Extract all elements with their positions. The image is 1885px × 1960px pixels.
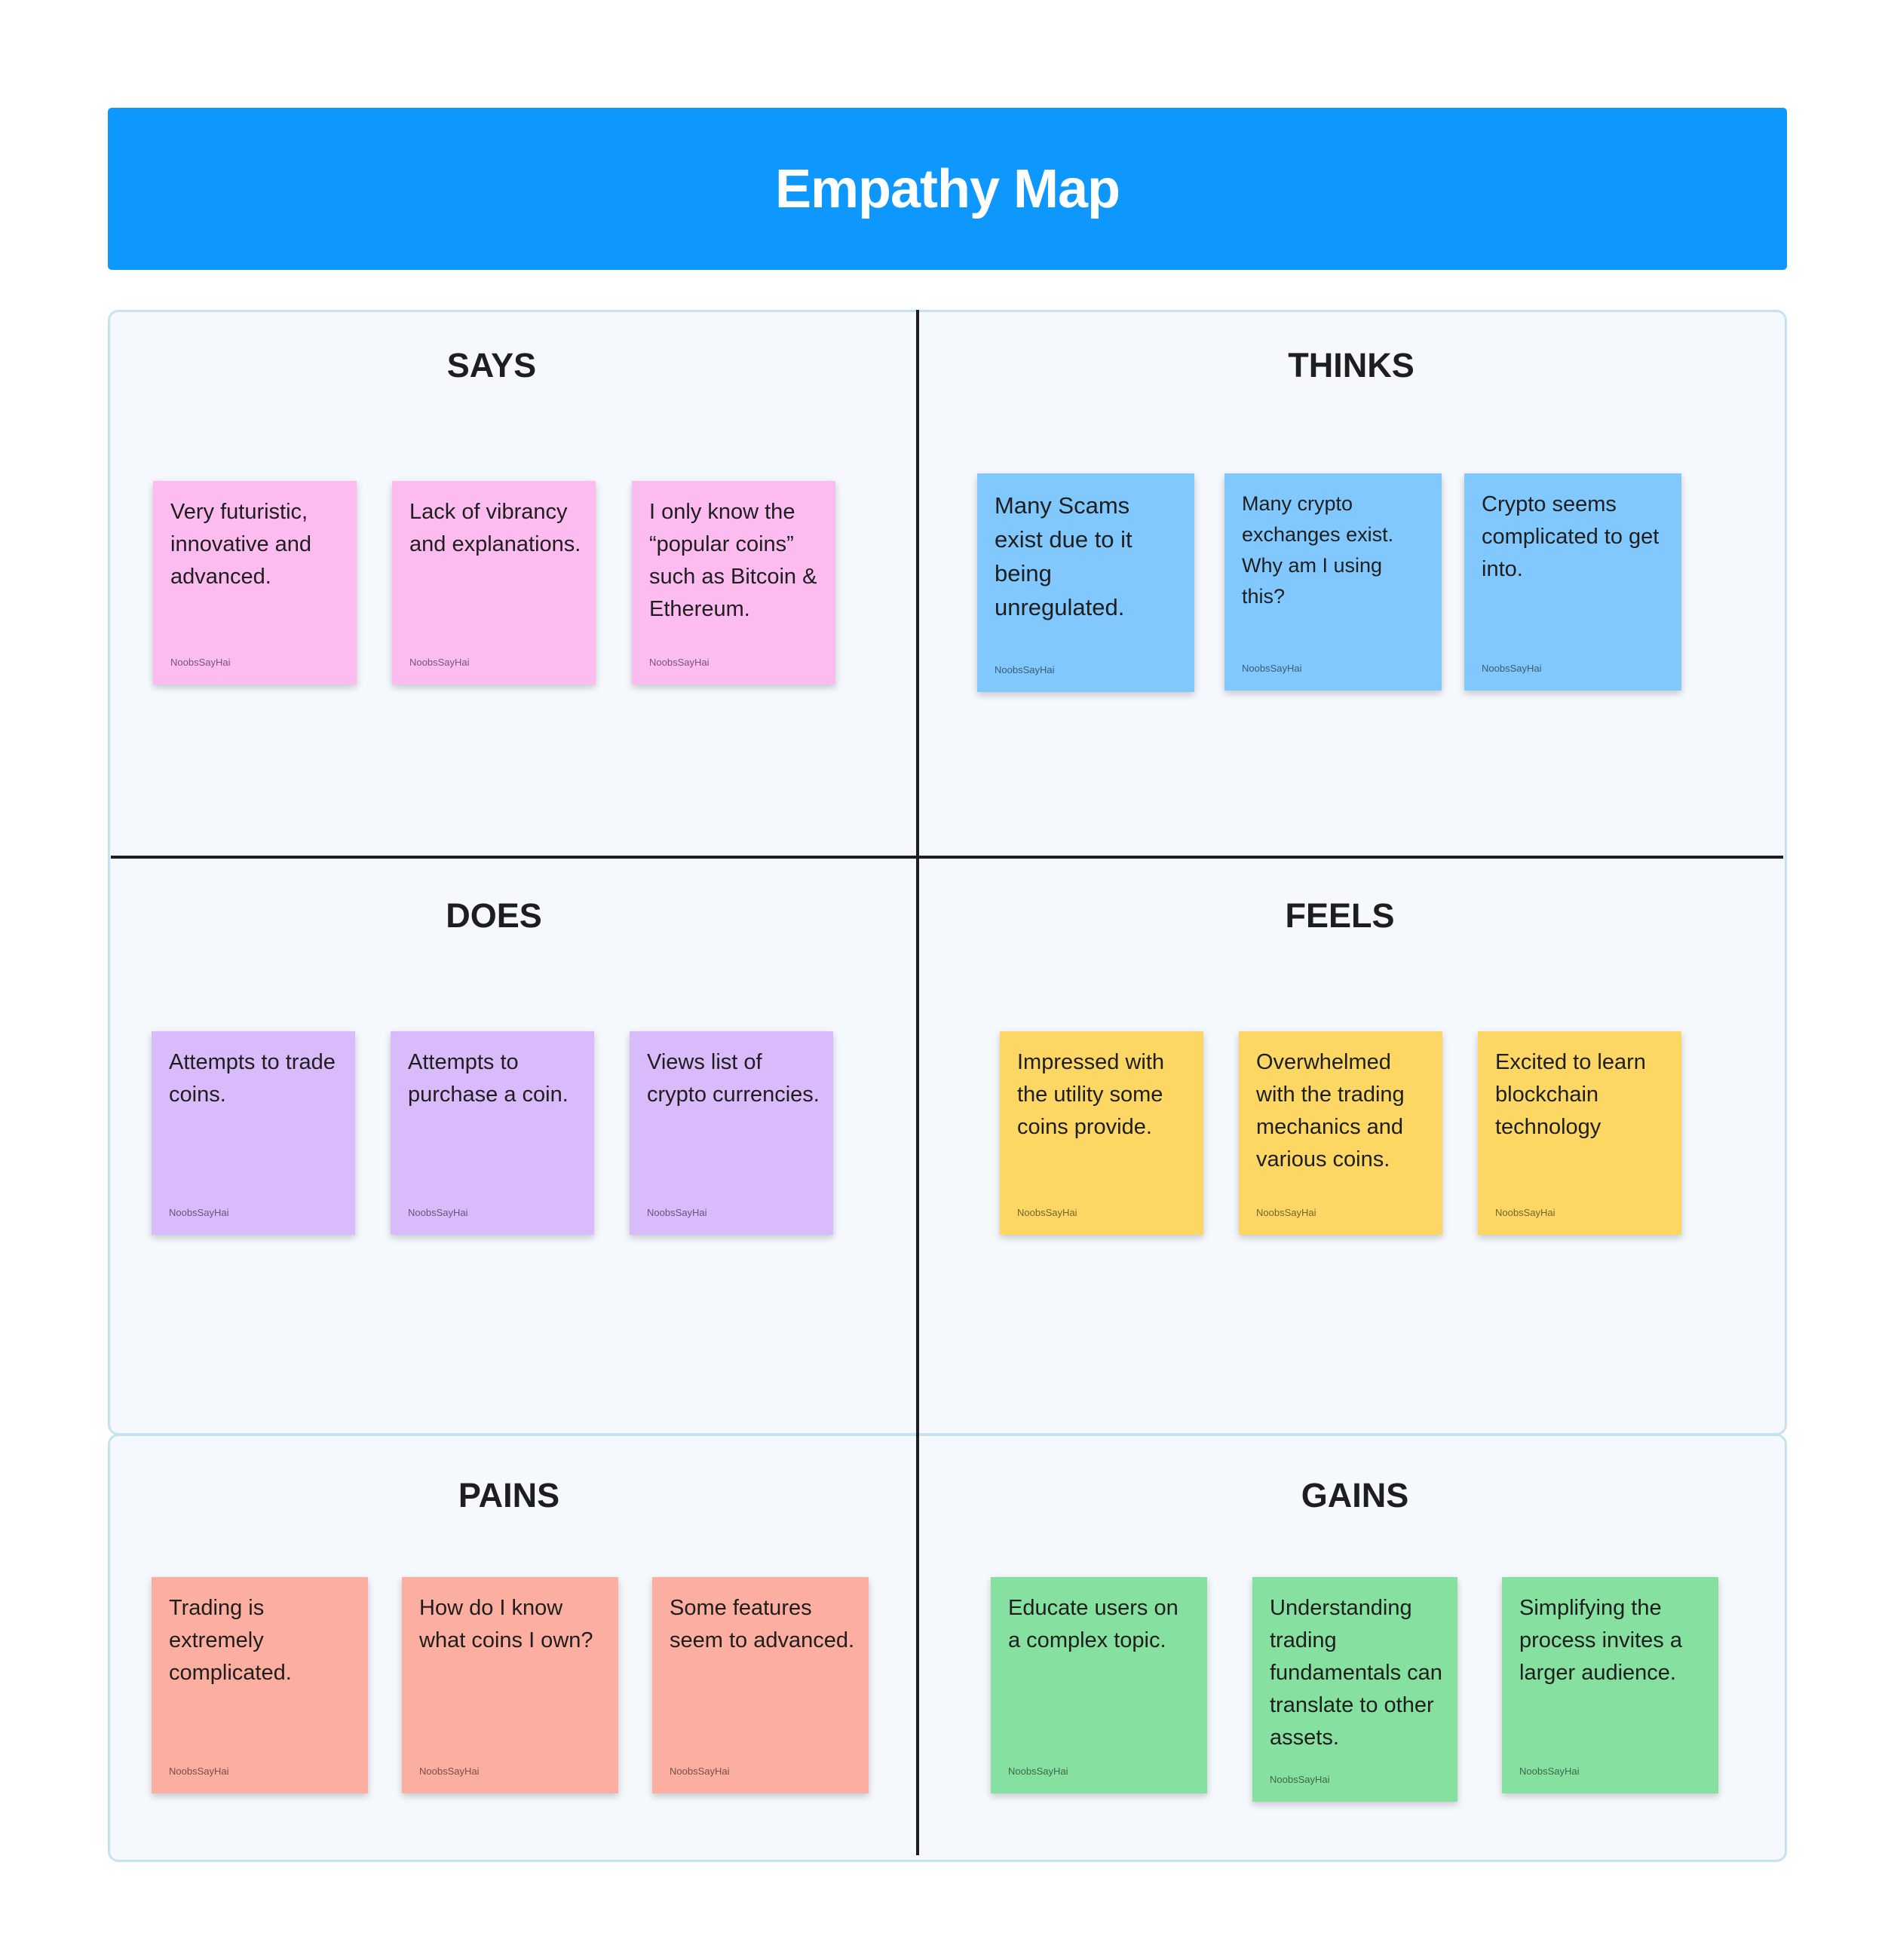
note-text: Many Scams exist due to it being unregul…	[995, 492, 1133, 620]
feels-sticky-note[interactable]: Impressed with the utility some coins pr…	[1000, 1031, 1203, 1235]
note-text: Crypto seems complicated to get into.	[1482, 492, 1660, 581]
gains-sticky-note[interactable]: Simplifying the process invites a larger…	[1502, 1577, 1718, 1793]
note-text: How do I know what coins I own?	[419, 1596, 593, 1652]
note-text: Attempts to purchase a coin.	[408, 1050, 569, 1107]
says-sticky-note[interactable]: Very futuristic, innovative and advanced…	[153, 481, 357, 684]
thinks-sticky-note[interactable]: Many Scams exist due to it being unregul…	[977, 473, 1194, 692]
note-author: NoobsSayHai	[1519, 1766, 1580, 1777]
note-text: Overwhelmed with the trading mechanics a…	[1256, 1050, 1405, 1171]
feels-sticky-note[interactable]: Excited to learn blockchain technology N…	[1478, 1031, 1681, 1235]
gains-title: GAINS	[1301, 1476, 1409, 1514]
note-text: Excited to learn blockchain technology	[1495, 1050, 1646, 1139]
note-author: NoobsSayHai	[169, 1766, 229, 1777]
note-author: NoobsSayHai	[1242, 663, 1302, 674]
note-text: Views list of crypto currencies.	[647, 1050, 820, 1107]
note-author: NoobsSayHai	[170, 657, 231, 668]
says-sticky-note[interactable]: I only know the “popular coins” such as …	[632, 481, 835, 684]
note-text: Understanding trading fundamentals can t…	[1270, 1596, 1442, 1750]
header-banner: Empathy Map	[108, 108, 1787, 270]
does-sticky-note[interactable]: Views list of crypto currencies. NoobsSa…	[630, 1031, 833, 1235]
note-author: NoobsSayHai	[1008, 1766, 1068, 1777]
note-text: Educate users on a complex topic.	[1008, 1596, 1179, 1652]
gains-sticky-note[interactable]: Educate users on a complex topic. NoobsS…	[991, 1577, 1207, 1793]
note-author: NoobsSayHai	[670, 1766, 730, 1777]
note-author: NoobsSayHai	[419, 1766, 480, 1777]
note-text: Impressed with the utility some coins pr…	[1017, 1050, 1165, 1139]
pains-title: PAINS	[458, 1476, 560, 1514]
horizontal-divider	[111, 856, 1783, 859]
pains-sticky-note[interactable]: Trading is extremely complicated. NoobsS…	[152, 1577, 368, 1793]
note-text: Many crypto exchanges exist. Why am I us…	[1242, 492, 1394, 608]
says-title: SAYS	[446, 346, 537, 384]
note-text: I only know the “popular coins” such as …	[649, 500, 817, 621]
does-sticky-note[interactable]: Attempts to trade coins. NoobsSayHai	[152, 1031, 355, 1235]
page-title: Empathy Map	[774, 158, 1120, 219]
note-text: Lack of vibrancy and explanations.	[409, 500, 581, 556]
gains-sticky-note[interactable]: Understanding trading fundamentals can t…	[1252, 1577, 1457, 1802]
note-author: NoobsSayHai	[409, 657, 470, 668]
note-text: Some features seem to advanced.	[670, 1596, 855, 1652]
note-author: NoobsSayHai	[169, 1207, 229, 1218]
note-text: Trading is extremely complicated.	[169, 1596, 292, 1685]
note-author: NoobsSayHai	[408, 1207, 468, 1218]
does-sticky-note[interactable]: Attempts to purchase a coin. NoobsSayHai	[391, 1031, 594, 1235]
note-text: Attempts to trade coins.	[169, 1050, 336, 1107]
note-author: NoobsSayHai	[647, 1207, 707, 1218]
note-author: NoobsSayHai	[1482, 663, 1542, 674]
says-sticky-note[interactable]: Lack of vibrancy and explanations. Noobs…	[392, 481, 596, 684]
note-author: NoobsSayHai	[1017, 1207, 1077, 1218]
note-text: Very futuristic, innovative and advanced…	[170, 500, 312, 589]
does-title: DOES	[446, 896, 542, 935]
thinks-sticky-note[interactable]: Crypto seems complicated to get into. No…	[1464, 473, 1681, 691]
note-author: NoobsSayHai	[1256, 1207, 1316, 1218]
pains-sticky-note[interactable]: How do I know what coins I own? NoobsSay…	[402, 1577, 618, 1793]
feels-sticky-note[interactable]: Overwhelmed with the trading mechanics a…	[1239, 1031, 1442, 1235]
note-text: Simplifying the process invites a larger…	[1519, 1596, 1682, 1685]
thinks-title: THINKS	[1288, 346, 1415, 384]
vertical-divider	[916, 310, 919, 1855]
note-author: NoobsSayHai	[1270, 1774, 1330, 1785]
note-author: NoobsSayHai	[995, 664, 1055, 675]
feels-title: FEELS	[1285, 896, 1395, 935]
note-author: NoobsSayHai	[1495, 1207, 1556, 1218]
pains-sticky-note[interactable]: Some features seem to advanced. NoobsSay…	[652, 1577, 869, 1793]
thinks-sticky-note[interactable]: Many crypto exchanges exist. Why am I us…	[1224, 473, 1442, 691]
note-author: NoobsSayHai	[649, 657, 710, 668]
